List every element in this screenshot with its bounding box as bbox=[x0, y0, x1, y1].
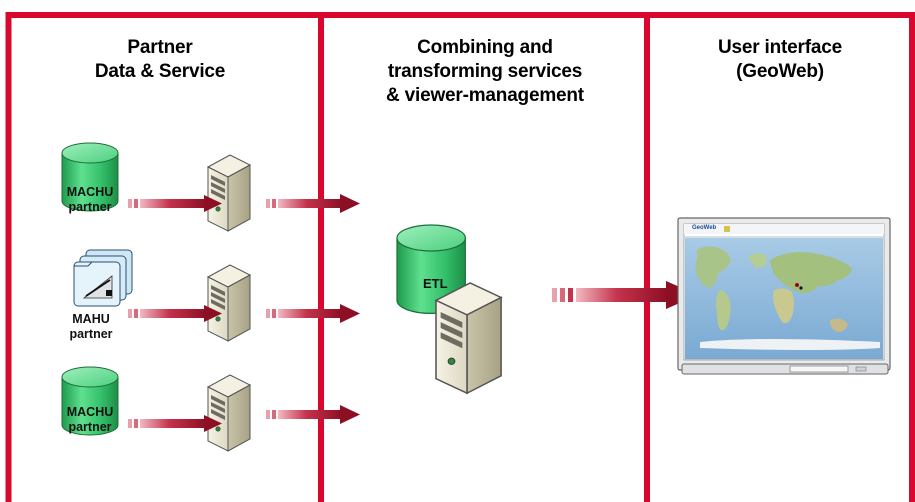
database-label: MACHU partner bbox=[62, 185, 118, 215]
frame-top bbox=[5, 12, 915, 18]
etl-server-icon bbox=[435, 282, 502, 394]
column-title-partner: Partner Data & Service bbox=[40, 36, 280, 84]
title-line: & viewer-management bbox=[386, 85, 584, 106]
title-line: Combining and bbox=[417, 37, 553, 58]
connector-arrow bbox=[128, 305, 222, 322]
server-icon bbox=[207, 264, 251, 342]
monitor-icon bbox=[677, 217, 891, 375]
label-line: MAHU bbox=[72, 312, 110, 326]
output-arrow bbox=[552, 281, 698, 309]
title-line: User interface bbox=[718, 37, 842, 58]
server-icon bbox=[207, 374, 251, 452]
files-icon bbox=[73, 249, 133, 307]
flow-arrow bbox=[266, 304, 360, 323]
etl-label: ETL bbox=[423, 276, 448, 291]
server-icon bbox=[207, 154, 251, 232]
connector-arrow bbox=[128, 195, 222, 212]
label-line: MACHU bbox=[66, 185, 114, 199]
label-line: partner bbox=[68, 200, 112, 214]
geoweb-logo: GeoWeb bbox=[692, 225, 717, 231]
flow-arrow bbox=[266, 194, 360, 213]
title-line: Data & Service bbox=[94, 61, 226, 82]
flow-arrow bbox=[266, 405, 360, 424]
column-title-combining: Combining and transforming services & vi… bbox=[330, 36, 640, 108]
mahu-label: MAHU partner bbox=[66, 312, 116, 342]
column-divider-1 bbox=[318, 12, 324, 502]
title-line: (GeoWeb) bbox=[736, 61, 824, 82]
label-line: partner bbox=[69, 327, 113, 341]
title-line: Partner bbox=[127, 37, 193, 58]
label-line: partner bbox=[68, 420, 112, 434]
frame-right bbox=[909, 12, 915, 502]
database-label: MACHU partner bbox=[62, 405, 118, 435]
column-title-user-interface: User interface (GeoWeb) bbox=[660, 36, 900, 84]
frame-left bbox=[5, 12, 12, 502]
column-divider-2 bbox=[644, 12, 650, 502]
title-line: transforming services bbox=[387, 61, 583, 82]
connector-arrow bbox=[128, 415, 222, 432]
label-line: MACHU bbox=[66, 405, 114, 419]
